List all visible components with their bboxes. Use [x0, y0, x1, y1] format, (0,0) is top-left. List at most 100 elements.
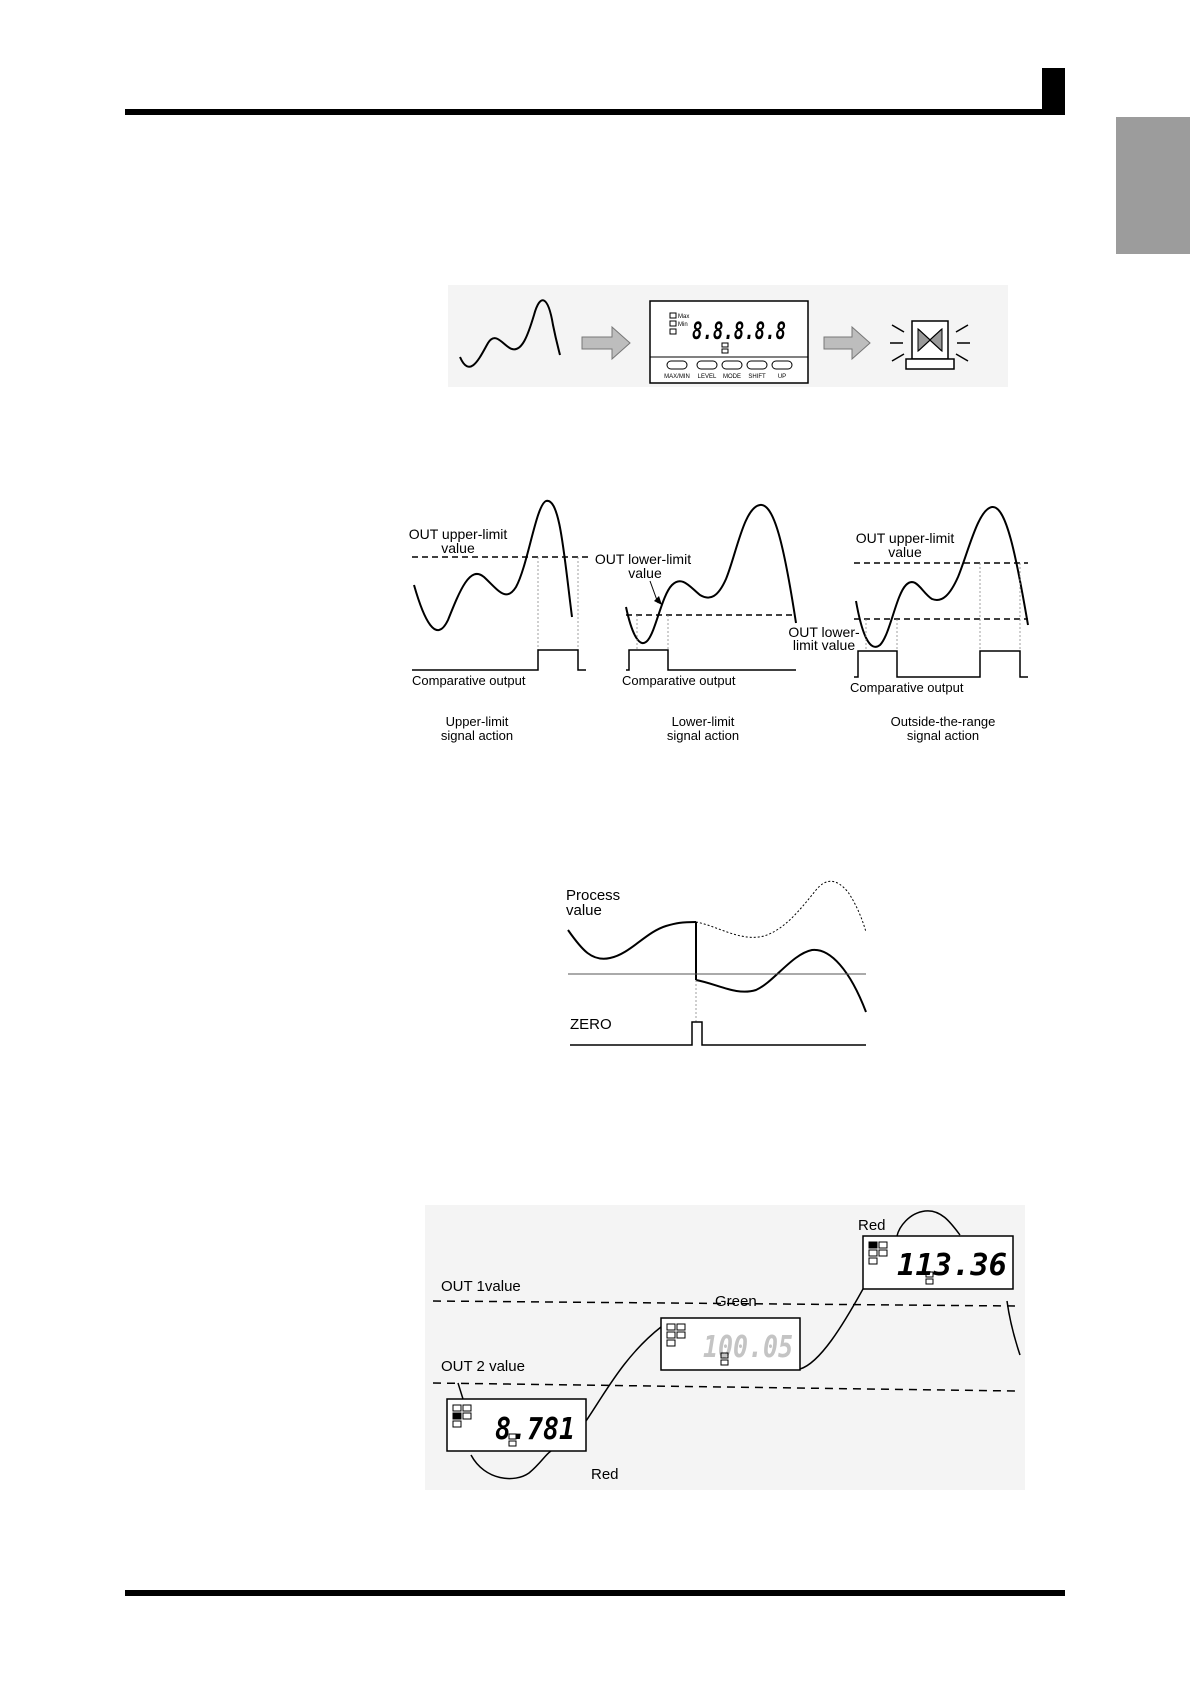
signal-curve [585, 1326, 662, 1422]
indicator-square [666, 1323, 676, 1331]
signal-curve [470, 1450, 552, 1480]
zero-pulse [570, 1021, 866, 1046]
comparative-output-pulse [412, 649, 586, 671]
process-wave [625, 504, 797, 644]
comparative-output-pulse [854, 650, 1028, 678]
upper-limit-panel: OUT upper-limit value Comparative output… [409, 499, 588, 743]
display-mid-color-label: Green [715, 1293, 757, 1310]
header-rule [125, 109, 1065, 115]
display-high-value: 113.36 [897, 1248, 1007, 1283]
indicator-square [868, 1257, 878, 1265]
shift-key [746, 360, 768, 370]
comparative-output-label: Comparative output [850, 680, 964, 695]
figure-zero-adjust: Process value ZERO [566, 880, 867, 1046]
input-signal-wave [459, 299, 561, 368]
comparative-output-label: Comparative output [622, 673, 736, 688]
footer-rule [125, 1590, 1065, 1596]
level-key-label: LEVEL [698, 374, 717, 380]
arrow-right-icon [581, 325, 631, 361]
upper-limit-label: OUT upper-limit [856, 530, 955, 546]
out1-label: OUT 1value [441, 1278, 521, 1295]
signal-curve [457, 1382, 464, 1400]
indicator-square [868, 1249, 878, 1257]
upper-limit-caption-2: signal action [441, 728, 513, 743]
comparative-output-pulse [626, 649, 796, 671]
meter-keys: MAX/MIN LEVEL MODE SHIFT UP [664, 360, 793, 380]
indicator-square [925, 1271, 934, 1278]
meter-panel: Max Min 8.8.8.8.8 MAX/MIN LEVEL MODE SHI… [649, 300, 809, 384]
display-high: 113.36 [862, 1235, 1014, 1290]
indicator-square [721, 348, 729, 354]
indicator-square [666, 1331, 676, 1339]
indicator-square [676, 1323, 686, 1331]
max-min-key-label: MAX/MIN [664, 374, 690, 380]
indicator-square [669, 320, 677, 327]
upper-limit-label-2: value [888, 544, 922, 560]
lower-limit-caption-2: signal action [667, 728, 739, 743]
indicator-square [462, 1412, 472, 1420]
indicator-min-label: Min [678, 322, 688, 328]
indicator-square [868, 1241, 878, 1249]
indicator-square [462, 1404, 472, 1412]
indicator-square [669, 312, 677, 319]
display-high-color-label: Red [858, 1217, 886, 1234]
indicator-square [721, 342, 729, 348]
display-mid-value: 100.05 [703, 1330, 793, 1365]
outside-range-caption-2: signal action [907, 728, 979, 743]
out2-label: OUT 2 value [441, 1358, 525, 1375]
process-wave [413, 499, 573, 632]
lower-limit-caption: Lower-limit [672, 714, 735, 729]
display-low-value: 8.781 [495, 1412, 575, 1447]
up-key [771, 360, 793, 370]
indicator-square [452, 1420, 462, 1428]
header-tab-marker [1042, 68, 1065, 115]
display-mid: 100.05 [660, 1317, 801, 1371]
lower-limit-label: OUT lower-limit [595, 551, 691, 567]
up-key-label: UP [778, 374, 786, 380]
signal-curve [896, 1210, 961, 1237]
arrowhead-icon [654, 596, 662, 605]
signal-curve [799, 1288, 864, 1370]
figure-signal-flow: Max Min 8.8.8.8.8 MAX/MIN LEVEL MODE SHI… [448, 285, 1008, 387]
max-min-key [666, 360, 688, 370]
display-low-color-label: Red [591, 1466, 619, 1483]
comparative-output-label: Comparative output [412, 673, 526, 688]
upper-limit-label-2: value [441, 540, 475, 556]
indicator-square [925, 1278, 934, 1285]
mode-key [721, 360, 743, 370]
indicator-square [720, 1352, 729, 1359]
signal-curve [1006, 1300, 1021, 1356]
process-value-label-2: value [566, 902, 602, 919]
display-low: 8.781 [446, 1398, 587, 1452]
level-key [696, 360, 718, 370]
indicator-square [452, 1404, 462, 1412]
upper-limit-label: OUT upper-limit [409, 526, 508, 542]
indicator-square [669, 328, 677, 335]
adjusted-wave [695, 948, 867, 1013]
indicator-square [676, 1331, 686, 1339]
indicator-square [508, 1440, 517, 1447]
figure-signal-actions: OUT upper-limit value Comparative output… [409, 499, 1029, 743]
indicator-square [720, 1359, 729, 1366]
lower-limit-label-2: value [628, 565, 662, 581]
mode-key-label: MODE [723, 374, 741, 380]
shift-key-label: SHIFT [748, 374, 766, 380]
outside-range-panel: OUT upper-limit value OUT lower- limit v… [788, 506, 1029, 743]
upper-limit-caption: Upper-limit [446, 714, 509, 729]
process-wave [855, 506, 1029, 648]
indicator-max-label: Max [678, 314, 689, 320]
figure-display-colors: OUT 1value OUT 2 value 113.36 Red 100.05… [425, 1205, 1025, 1490]
lower-limit-label-2: limit value [793, 637, 855, 653]
original-wave-dotted [695, 880, 867, 938]
indicator-square [508, 1433, 517, 1440]
arrow-right-icon [823, 325, 871, 361]
indicator-square [452, 1412, 462, 1420]
lower-limit-panel: OUT lower-limit value Comparative output… [595, 504, 797, 743]
chapter-side-tab [1116, 117, 1190, 254]
indicator-square [878, 1249, 888, 1257]
outside-range-caption: Outside-the-range [891, 714, 996, 729]
meter-display: 8.8.8.8.8 [692, 317, 786, 345]
indicator-square [878, 1241, 888, 1249]
alarm-lamp-icon [890, 320, 970, 370]
indicator-square [666, 1339, 676, 1347]
